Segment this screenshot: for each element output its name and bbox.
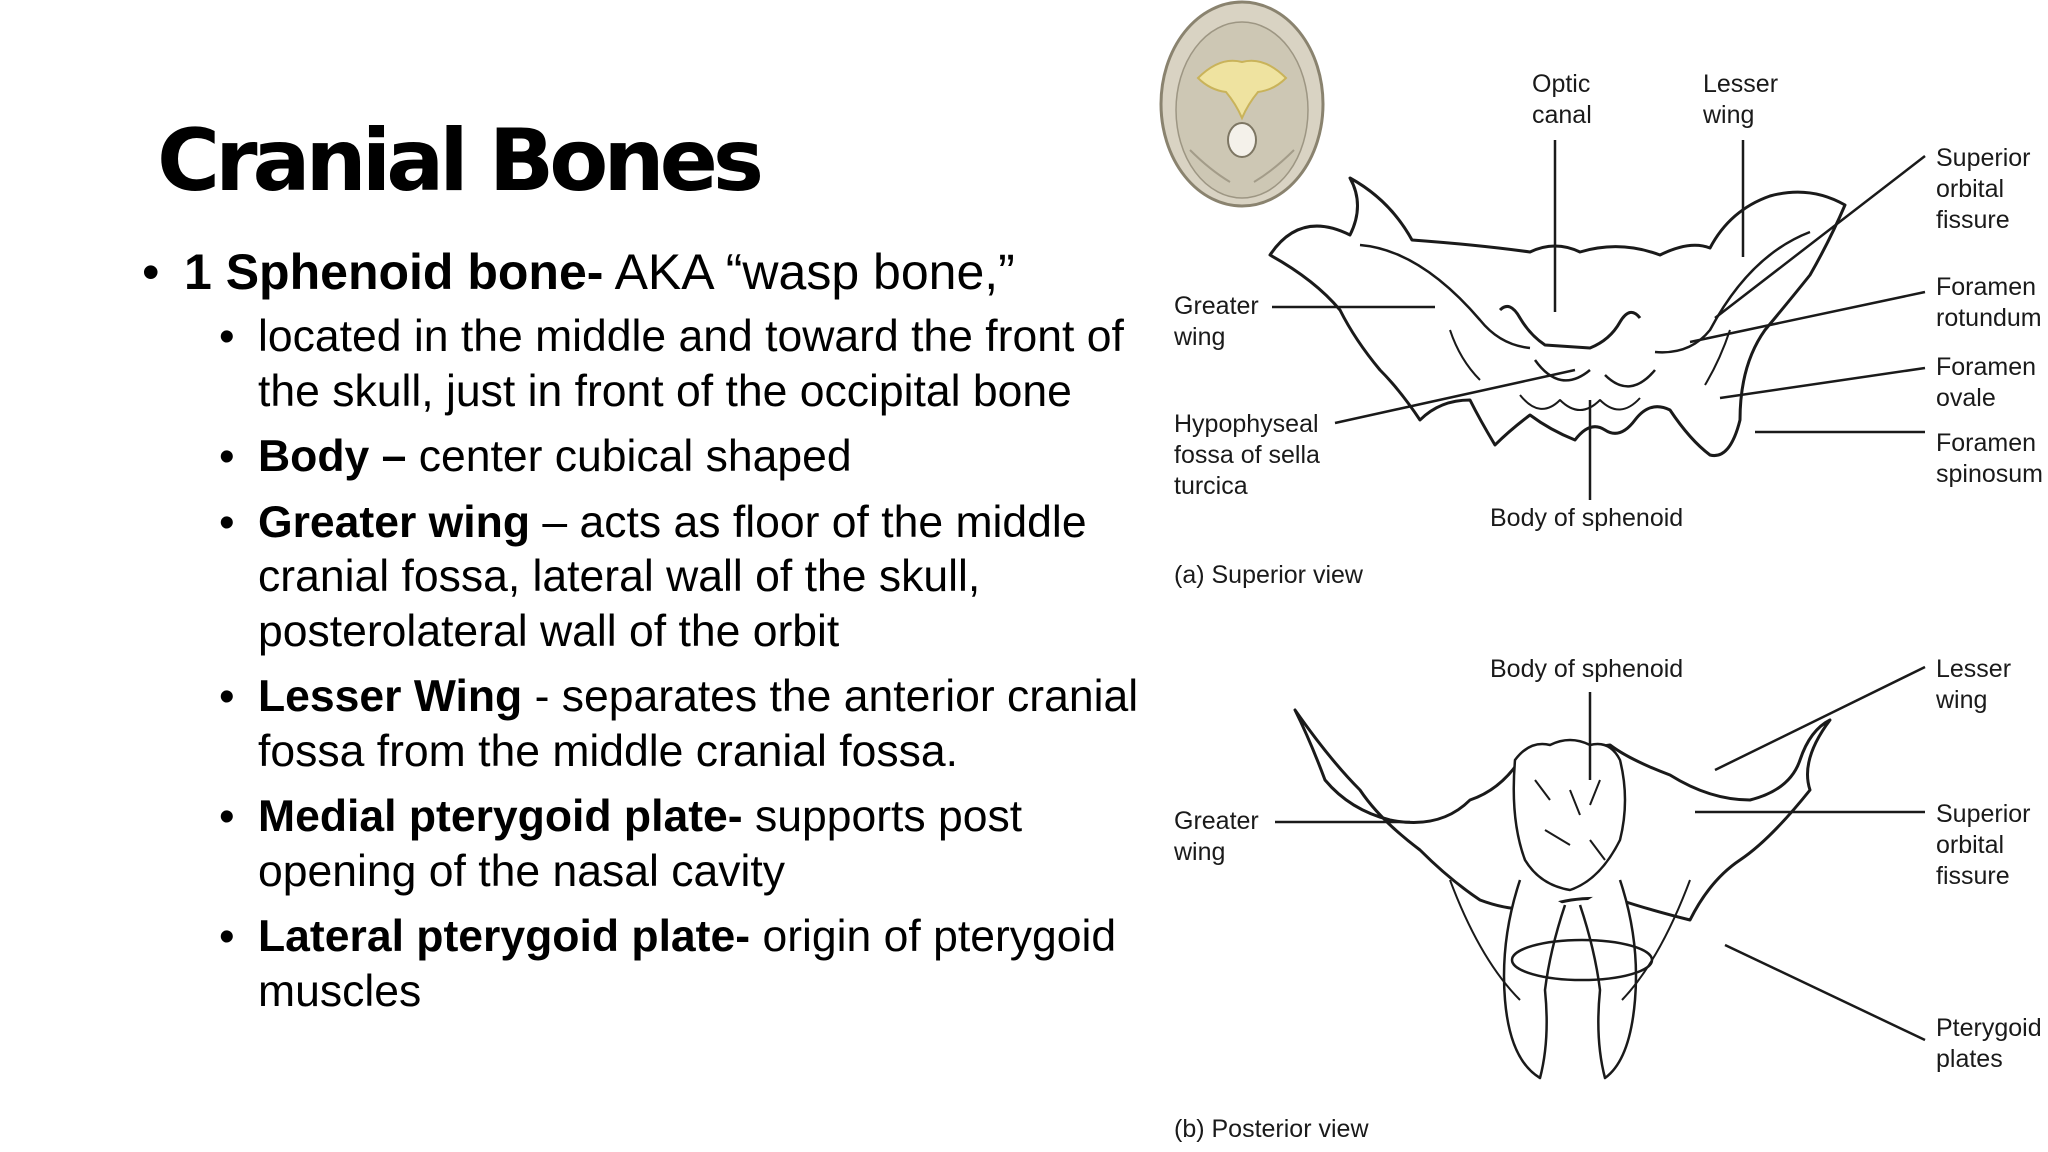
main-bullet: • 1 Sphenoid bone- AKA “wasp bone,”: [140, 238, 1155, 306]
bullet-dot: •: [219, 312, 235, 361]
label-lesser-wing-superior: Lesser wing: [1703, 70, 1779, 129]
bullet-dot: •: [219, 432, 235, 481]
bullet-dot: •: [219, 792, 235, 841]
sub-bullet-text: - separates the anterior cranial fossa f…: [258, 672, 1139, 776]
sub-bullet-list: • located in the middle and toward the fr…: [219, 310, 1155, 1019]
sub-bullet-term: Lesser Wing: [258, 672, 523, 721]
bullet-dot: •: [219, 497, 235, 547]
bullet-dot: •: [219, 912, 235, 961]
leader-lines: [1272, 140, 1926, 1042]
sub-bullet-term: Lateral pterygoid plate-: [258, 912, 751, 961]
bullet-dot: •: [219, 672, 235, 721]
label-body-of-sphenoid-posterior: Body of sphenoid: [1490, 655, 1684, 683]
sub-bullet-text: center cubical shaped: [406, 432, 852, 481]
sub-bullet-lesser-wing: • Lesser Wing - separates the anterior cr…: [219, 670, 1155, 779]
label-superior-orbital-fissure-posterior: Superior orbital fissure: [1936, 800, 2031, 890]
slide-title: Cranial Bones: [157, 111, 764, 211]
label-pterygoid-plates: Pterygoid plates: [1936, 1014, 2042, 1073]
label-foramen-spinosum: Foramen spinosum: [1936, 429, 2043, 488]
sphenoid-figure: Optic canal Lesser wing Superior orbital…: [1150, 0, 2048, 1152]
main-bullet-bold: 1 Sphenoid bone-: [184, 244, 604, 300]
label-greater-wing-posterior: Greater wing: [1174, 807, 1259, 866]
sphenoid-posterior-drawing: [1293, 708, 1832, 1080]
sub-bullet-term: Greater wing: [258, 497, 531, 547]
sub-bullet-lateral-pterygoid: • Lateral pterygoid plate- origin of pter…: [219, 910, 1155, 1019]
sub-bullet-text: origin of pterygoid muscles: [258, 912, 1117, 1016]
skull-inset-image: [1159, 0, 1325, 208]
label-foramen-rotundum: Foramen rotundum: [1936, 273, 2042, 332]
label-hypophyseal-fossa: Hypophyseal fossa of sella turcica: [1174, 410, 1320, 500]
sub-bullet-term: Body –: [258, 432, 407, 481]
sphenoid-superior-drawing: [1268, 176, 1847, 458]
label-body-of-sphenoid-superior: Body of sphenoid: [1490, 504, 1684, 532]
sub-bullet-text: located in the middle and toward the fro…: [258, 312, 1124, 416]
sub-bullet-term: Medial pterygoid plate-: [258, 792, 743, 841]
label-foramen-ovale: Foramen ovale: [1936, 353, 2037, 412]
bullet-list: • 1 Sphenoid bone- AKA “wasp bone,” • loca…: [140, 238, 1155, 1030]
sub-bullet-text: – acts as floor of the middle cranial fo…: [258, 497, 1087, 656]
bullet-dot: •: [142, 244, 160, 300]
label-superior-orbital-fissure-superior: Superior orbital fissure: [1936, 144, 2031, 234]
sub-bullet-location: • located in the middle and toward the fr…: [219, 310, 1155, 419]
sub-bullet-greater-wing: • Greater wing – acts as floor of the mid…: [219, 496, 1155, 660]
label-optic-canal: Optic canal: [1532, 70, 1592, 129]
sub-bullet-medial-pterygoid: • Medial pterygoid plate- supports post o…: [219, 790, 1155, 899]
label-greater-wing-superior: Greater wing: [1174, 292, 1259, 351]
label-lesser-wing-posterior: Lesser wing: [1936, 655, 2012, 714]
sphenoid-illustration: [1159, 0, 1926, 1080]
main-bullet-text: AKA “wasp bone,”: [603, 244, 1015, 300]
sub-bullet-text: supports post opening of the nasal cavit…: [258, 792, 1023, 896]
sub-bullet-body: • Body – center cubical shaped: [219, 430, 1155, 485]
caption-superior-view: (a) Superior view: [1174, 561, 1363, 589]
caption-posterior-view: (b) Posterior view: [1174, 1115, 1369, 1143]
